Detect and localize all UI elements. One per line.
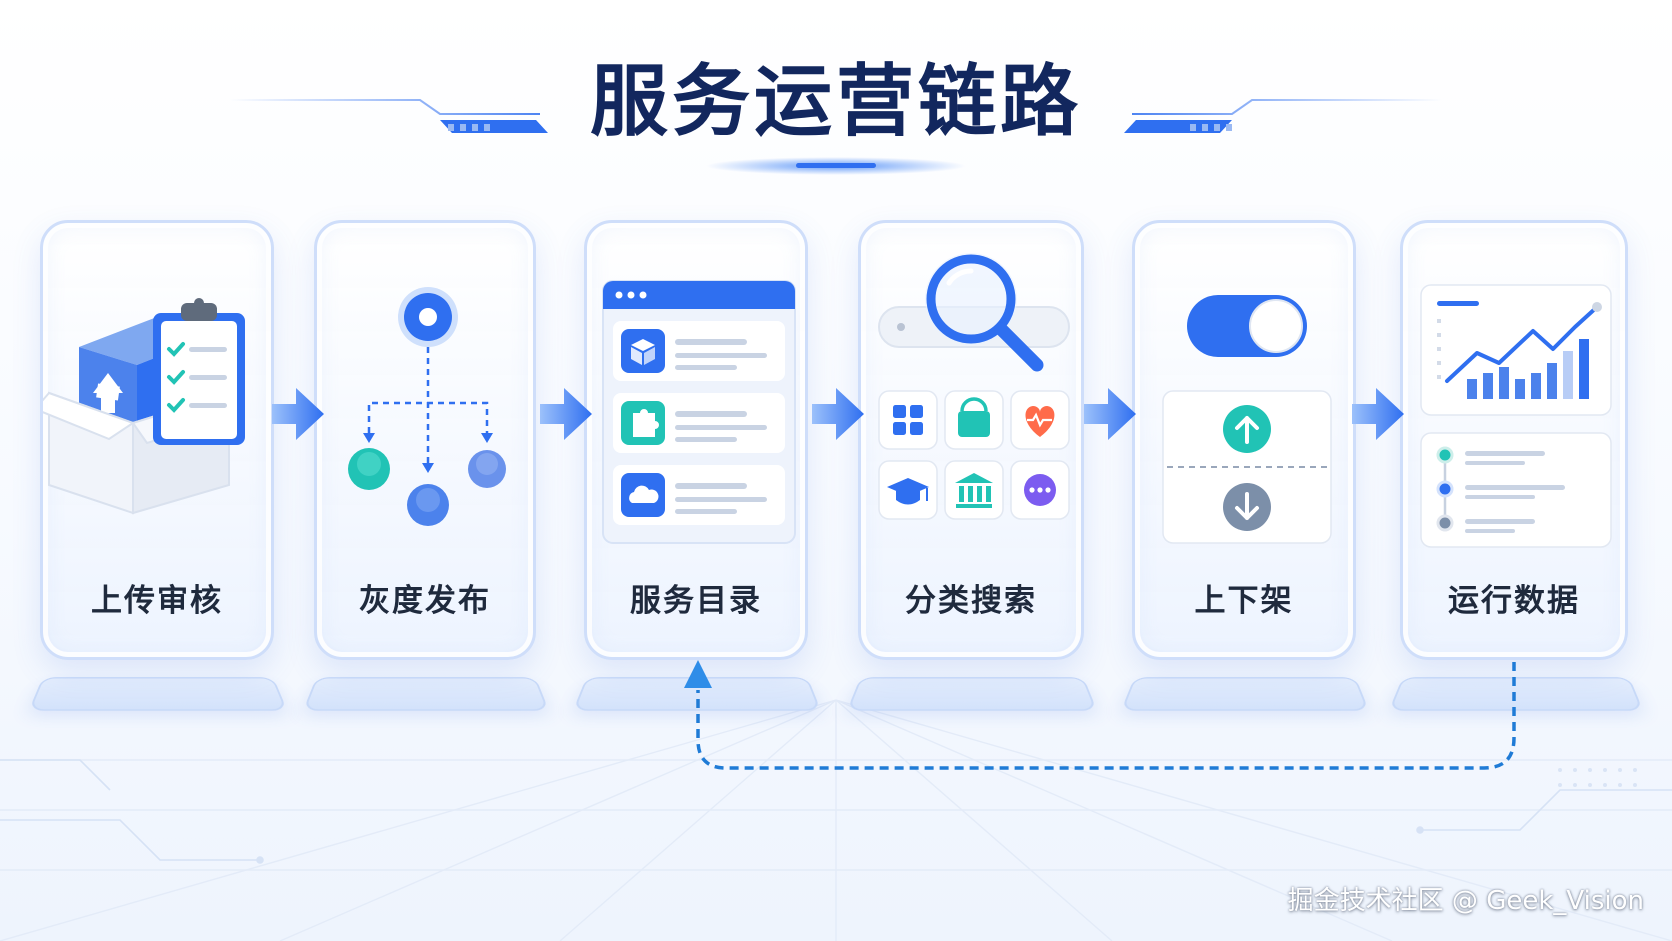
heart-pulse-icon	[1025, 406, 1055, 437]
pedestal	[572, 677, 822, 711]
puzzle-icon	[621, 401, 665, 445]
title-decoration	[230, 99, 1442, 175]
flow-arrow	[1352, 388, 1404, 440]
magnifier-icon	[925, 253, 1044, 372]
step-label: 服务目录	[630, 583, 762, 619]
graduation-cap-icon	[887, 478, 929, 505]
step-label: 分类搜索	[905, 583, 1037, 619]
watermark: 掘金技术社区 @ Geek_Vision	[1287, 886, 1644, 916]
more-icon	[1024, 474, 1056, 506]
pedestal	[302, 677, 550, 711]
shopping-bag-icon	[958, 397, 990, 437]
pedestal	[846, 677, 1098, 711]
bank-icon	[955, 473, 993, 508]
step-label: 上下架	[1194, 583, 1294, 619]
step-label: 灰度发布	[359, 583, 491, 619]
step-label: 运行数据	[1448, 583, 1580, 619]
flow-arrow	[272, 388, 324, 440]
step-card-gray-release[interactable]: 灰度发布	[314, 220, 536, 660]
timeline-icon	[1420, 432, 1612, 548]
clipboard-checklist-icon	[153, 298, 245, 445]
step-label: 上传审核	[91, 583, 223, 619]
flow-arrow	[812, 388, 864, 440]
grid-icon	[893, 405, 923, 435]
line-chart-icon	[1420, 284, 1612, 416]
pedestal	[28, 677, 288, 711]
step-card-runtime-data[interactable]: 运行数据	[1400, 220, 1628, 660]
step-card-upload-review[interactable]: 上传审核	[40, 220, 274, 660]
toggle-switch-icon	[1187, 295, 1307, 357]
pedestal	[1120, 677, 1370, 711]
flow-arrow	[540, 388, 592, 440]
step-card-category-search[interactable]: 分类搜索	[858, 220, 1084, 660]
arrow-up-icon	[1223, 405, 1271, 453]
cloud-icon	[621, 473, 665, 517]
page-title: 服务运营链路	[589, 57, 1082, 147]
flow-arrow	[1084, 388, 1136, 440]
arrow-down-icon	[1223, 483, 1271, 531]
cube-icon	[621, 329, 665, 373]
step-card-on-off-shelf[interactable]: 上下架	[1132, 220, 1356, 660]
step-card-service-catalog[interactable]: 服务目录	[584, 220, 808, 660]
branch-flow-icon	[348, 287, 506, 526]
